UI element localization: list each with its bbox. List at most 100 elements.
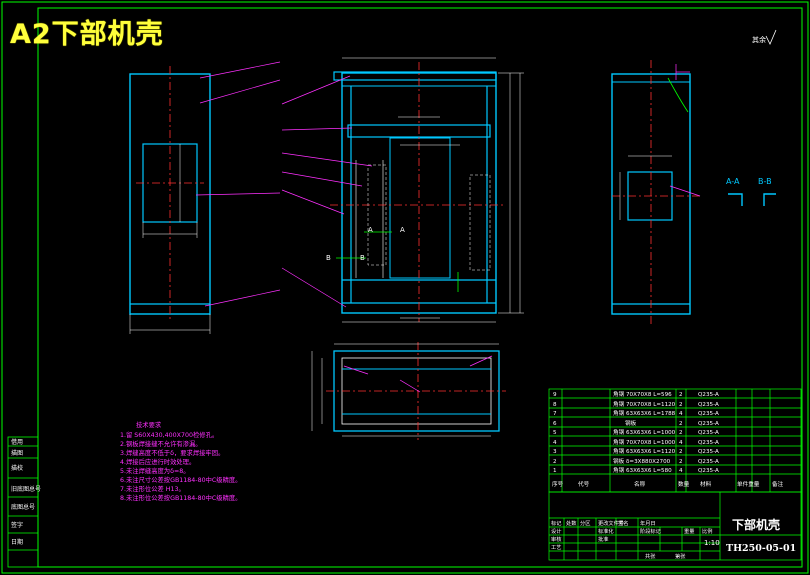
svg-text:2: 2 bbox=[679, 430, 683, 436]
svg-text:日期: 日期 bbox=[11, 538, 23, 546]
svg-text:7.未注形位公差 H13。: 7.未注形位公差 H13。 bbox=[120, 484, 185, 493]
svg-text:更改文件号: 更改文件号 bbox=[598, 519, 624, 527]
svg-text:A-A: A-A bbox=[726, 177, 740, 186]
svg-text:4: 4 bbox=[679, 468, 683, 474]
svg-text:Q235-A: Q235-A bbox=[698, 430, 719, 436]
svg-text:2: 2 bbox=[679, 421, 683, 427]
svg-text:6: 6 bbox=[553, 421, 557, 427]
svg-text:2.钢板焊接缝不允许有渗漏。: 2.钢板焊接缝不允许有渗漏。 bbox=[120, 439, 202, 448]
svg-text:阶段标记: 阶段标记 bbox=[640, 527, 661, 535]
svg-text:钢板: 钢板 bbox=[625, 419, 637, 427]
title-block bbox=[548, 491, 802, 561]
svg-text:Q235-A: Q235-A bbox=[698, 459, 719, 465]
svg-text:Q235-A: Q235-A bbox=[698, 449, 719, 455]
svg-text:2: 2 bbox=[679, 402, 683, 408]
svg-text:名称: 名称 bbox=[634, 480, 646, 488]
front-view bbox=[281, 57, 524, 323]
svg-text:重量: 重量 bbox=[684, 527, 694, 535]
svg-text:B: B bbox=[360, 254, 365, 262]
part-name: 下部机壳 bbox=[732, 517, 780, 532]
svg-text:7: 7 bbox=[553, 411, 557, 417]
svg-text:Q235-A: Q235-A bbox=[698, 402, 719, 408]
parts-table-text: 9 角钢 70X70X8 L=596 2 Q235-A 8 角钢 70X70X8… bbox=[552, 390, 784, 488]
svg-text:9: 9 bbox=[553, 392, 557, 398]
svg-text:角钢 63X63X6 L=1000: 角钢 63X63X6 L=1000 bbox=[613, 428, 676, 436]
svg-text:4: 4 bbox=[679, 411, 683, 417]
svg-text:Q235-A: Q235-A bbox=[698, 421, 719, 427]
svg-text:Q235-A: Q235-A bbox=[698, 411, 719, 417]
svg-text:技术要求: 技术要求 bbox=[136, 420, 162, 429]
svg-text:4.焊接后应进行时效处理。: 4.焊接后应进行时效处理。 bbox=[120, 457, 195, 466]
svg-text:描图: 描图 bbox=[11, 449, 23, 457]
svg-text:比例: 比例 bbox=[702, 527, 712, 535]
svg-text:B: B bbox=[326, 254, 331, 262]
svg-text:角钢 70X70X8 L=1120: 角钢 70X70X8 L=1120 bbox=[613, 400, 676, 408]
left-strip-labels: 借用 描图 描校 旧底图总号 底图总号 签字 日期 bbox=[11, 438, 41, 546]
svg-text:角钢 63X63X6 L=580: 角钢 63X63X6 L=580 bbox=[613, 466, 672, 474]
left-strip bbox=[7, 436, 39, 568]
svg-text:材料: 材料 bbox=[700, 480, 712, 488]
title-block-labels: 标记 处数 分区 更改文件号 签名 年月日 设计 标准化 审核 工艺 批准 阶段… bbox=[551, 519, 712, 560]
svg-text:6.未注尺寸公差按GB1184-80中C级精度。: 6.未注尺寸公差按GB1184-80中C级精度。 bbox=[120, 475, 241, 484]
svg-text:旧底图总号: 旧底图总号 bbox=[11, 485, 41, 493]
svg-text:B-B: B-B bbox=[758, 177, 772, 186]
svg-text:处数: 处数 bbox=[566, 519, 577, 527]
svg-text:A: A bbox=[400, 226, 405, 234]
svg-text:共张: 共张 bbox=[645, 552, 656, 560]
svg-text:描校: 描校 bbox=[11, 464, 23, 472]
svg-text:单件重量: 单件重量 bbox=[737, 480, 760, 488]
svg-text:分区: 分区 bbox=[580, 519, 590, 527]
svg-text:2: 2 bbox=[679, 392, 683, 398]
svg-text:Q235-A: Q235-A bbox=[698, 440, 719, 446]
top-view bbox=[311, 342, 506, 440]
svg-text:角钢 63X63X6 L=1788: 角钢 63X63X6 L=1788 bbox=[613, 409, 676, 417]
svg-text:4: 4 bbox=[679, 440, 683, 446]
svg-text:8: 8 bbox=[553, 402, 557, 408]
svg-text:1.留 S60X430,400X700检修孔。: 1.留 S60X430,400X700检修孔。 bbox=[120, 430, 218, 439]
svg-text:代号: 代号 bbox=[578, 480, 590, 488]
svg-text:2: 2 bbox=[679, 459, 683, 465]
svg-text:角钢 70X70X8 L=596: 角钢 70X70X8 L=596 bbox=[613, 390, 672, 398]
svg-text:A: A bbox=[368, 226, 373, 234]
roughness-symbol: 其余 bbox=[752, 29, 777, 45]
svg-text:3.焊缝高度不低于δ，要求焊接牢固。: 3.焊缝高度不低于δ，要求焊接牢固。 bbox=[120, 448, 224, 457]
svg-text:角钢 70X70X8 L=1000: 角钢 70X70X8 L=1000 bbox=[613, 438, 676, 446]
front-section-labels: A A B B bbox=[326, 226, 405, 262]
svg-text:序号: 序号 bbox=[552, 480, 564, 488]
svg-text:5: 5 bbox=[553, 430, 557, 436]
svg-text:设计: 设计 bbox=[551, 527, 561, 535]
svg-text:备注: 备注 bbox=[772, 480, 784, 488]
sheet-title: A2下部机壳 bbox=[10, 19, 164, 50]
parts-table bbox=[548, 388, 802, 493]
svg-text:数量: 数量 bbox=[678, 480, 690, 488]
svg-text:标准化: 标准化 bbox=[598, 527, 614, 535]
svg-text:2: 2 bbox=[553, 459, 557, 465]
svg-text:标记: 标记 bbox=[551, 519, 561, 527]
svg-text:签字: 签字 bbox=[11, 521, 23, 529]
svg-text:2: 2 bbox=[679, 449, 683, 455]
svg-text:4: 4 bbox=[553, 440, 557, 446]
svg-text:8.未注形位公差按GB1184-80中C级精度。: 8.未注形位公差按GB1184-80中C级精度。 bbox=[120, 493, 241, 502]
svg-text:Q235-A: Q235-A bbox=[698, 468, 719, 474]
svg-text:年月日: 年月日 bbox=[640, 519, 656, 527]
svg-text:底图总号: 底图总号 bbox=[11, 503, 35, 511]
section-symbols: A-A B-B bbox=[726, 177, 776, 206]
svg-text:工艺: 工艺 bbox=[551, 544, 561, 551]
svg-text:1: 1 bbox=[553, 468, 557, 474]
svg-text:5.未注焊缝高度为δ=8。: 5.未注焊缝高度为δ=8。 bbox=[120, 466, 190, 475]
svg-text:批准: 批准 bbox=[598, 535, 608, 543]
side-view bbox=[611, 60, 701, 324]
svg-text:Q235-A: Q235-A bbox=[698, 392, 719, 398]
svg-text:第张: 第张 bbox=[675, 552, 686, 560]
svg-text:审核: 审核 bbox=[551, 535, 561, 543]
technical-notes: 技术要求 1.留 S60X430,400X700检修孔。 2.钢板焊接缝不允许有… bbox=[120, 420, 241, 502]
svg-text:3: 3 bbox=[553, 449, 557, 455]
inner-border bbox=[37, 7, 803, 568]
svg-text:钢板 δ=3X880X2700: 钢板 δ=3X880X2700 bbox=[613, 457, 671, 465]
svg-text:借用: 借用 bbox=[11, 438, 23, 446]
svg-text:其余: 其余 bbox=[752, 35, 766, 44]
left-view bbox=[129, 61, 281, 334]
svg-text:签名: 签名 bbox=[618, 519, 628, 527]
drawing-number: TH250-05-01 bbox=[726, 543, 796, 554]
